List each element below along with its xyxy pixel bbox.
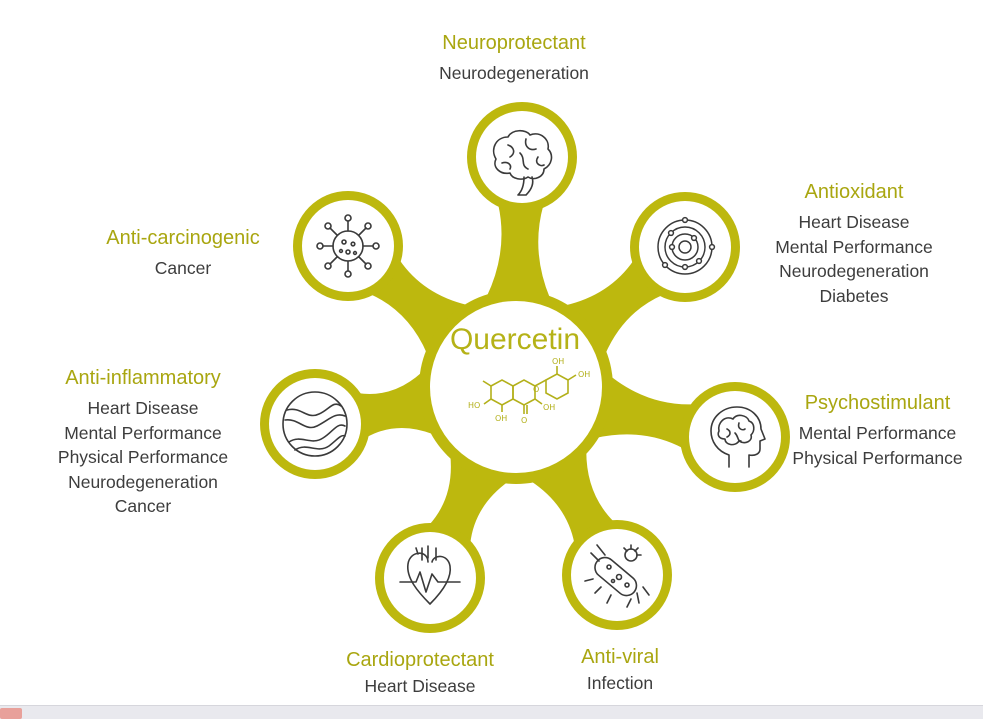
bottom-strip-tab (0, 708, 22, 719)
label-cardioprotectant: Cardioprotectant Heart Disease (320, 648, 520, 699)
label-anti-inflammatory: Anti-inflammatory Heart Disease Mental P… (38, 366, 248, 519)
label-anti-carcinogenic: Anti-carcinogenic Cancer (83, 226, 283, 281)
node-item: Cancer (154, 258, 212, 278)
node-item: Neurodegeneration (439, 63, 589, 83)
node-item: Neurodegeneration (779, 261, 929, 281)
node-item: Heart Disease (364, 676, 476, 696)
node-title: Anti-carcinogenic (106, 227, 260, 249)
node-title: Antioxidant (804, 181, 904, 203)
node-title: Psychostimulant (804, 392, 951, 414)
brain-icon (492, 129, 553, 196)
connector-arm-neuroprotectant (486, 204, 551, 299)
molecule-label: OH (578, 370, 590, 379)
node-item: Heart Disease (87, 398, 199, 418)
node-item: Infection (586, 673, 654, 693)
virus-icon (316, 214, 380, 278)
node-title: Anti-viral (581, 646, 659, 668)
center-title: Quercetin (449, 323, 581, 356)
satellite-node-anti-inflammatory (260, 369, 370, 479)
molecule-label: OH (495, 414, 507, 423)
node-item: Heart Disease (798, 212, 910, 232)
node-item: Mental Performance (64, 422, 222, 443)
head-brain-icon (710, 406, 766, 468)
label-anti-viral: Anti-viral Infection (540, 645, 700, 696)
molecule-labels: OH OH HO OH OH O O (468, 357, 590, 425)
node-title: Cardioprotectant (346, 649, 494, 671)
inflammation-icon (282, 391, 348, 457)
molecule-label: HO (468, 401, 480, 410)
molecule-label: OH (552, 357, 564, 366)
node-item: Physical Performance (57, 447, 229, 467)
node-item: Diabetes (819, 285, 889, 306)
label-psychostimulant: Psychostimulant Mental Performance Physi… (775, 391, 980, 470)
center-hub (419, 290, 613, 484)
node-item: Mental Performance (775, 236, 933, 257)
bacteria-icon (584, 544, 650, 608)
molecule-label: O (533, 385, 539, 394)
node-title: Anti-inflammatory (65, 367, 221, 389)
molecule-label: OH (543, 403, 555, 412)
node-item: Physical Performance (792, 447, 963, 468)
satellite-node-psychostimulant (680, 382, 790, 492)
label-neuroprotectant: Neuroprotectant Neurodegeneration (414, 31, 614, 86)
node-title: Neuroprotectant (442, 32, 586, 54)
connector-arm-anti-inflammatory (358, 372, 434, 438)
atom-icon (657, 216, 716, 275)
molecule-label: O (521, 416, 527, 425)
label-antioxidant: Antioxidant Heart Disease Mental Perform… (749, 180, 959, 308)
node-item: Cancer (114, 496, 172, 516)
connector-arm-psychostimulant (596, 376, 694, 449)
satellite-node-anti-carcinogenic (293, 191, 403, 301)
satellite-node-antioxidant (630, 192, 740, 302)
bottom-edge-strip (0, 705, 983, 719)
node-item: Mental Performance (798, 423, 957, 443)
node-item: Neurodegeneration (68, 471, 218, 492)
heart-pulse-icon (399, 545, 461, 605)
quercetin-molecule-icon (482, 366, 577, 414)
